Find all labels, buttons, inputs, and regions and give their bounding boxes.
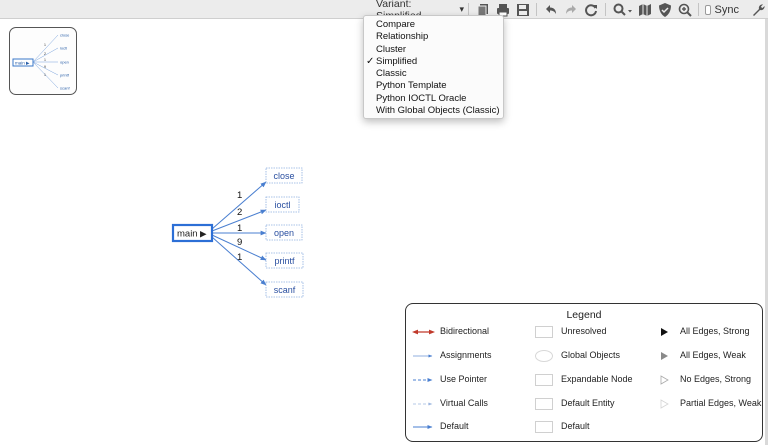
minimap-edge-count: 1 (44, 73, 46, 77)
menu-item-label: Python Template (376, 80, 447, 92)
menu-item-label: Compare (376, 19, 416, 30)
node-main-label: main (177, 229, 198, 240)
toolbar-divider (536, 3, 537, 16)
minimap-root-label: main ▶ (15, 61, 30, 66)
legend-entity-label: Unresolved (561, 326, 607, 336)
toolbar-divider (605, 3, 606, 16)
node-label: ioctl (274, 200, 290, 210)
node-scanf[interactable]: scanf (265, 281, 304, 298)
legend-edge-label: Use Pointer (440, 374, 488, 384)
edge-main-scanf[interactable] (211, 236, 267, 286)
legend-entity-label: Global Objects (561, 350, 621, 360)
menu-item-global-objects-classic[interactable]: With Global Objects (Classic) (364, 105, 503, 117)
minimap-node-label: scanf (60, 86, 70, 91)
node-label: scanf (274, 285, 296, 295)
minimap-root-node (12, 58, 34, 67)
save-icon[interactable] (515, 0, 531, 19)
arrow-strong-icon (661, 328, 668, 336)
legend-arrow-label: Partial Edges, Weak (680, 398, 762, 408)
legend-edge-label: Virtual Calls (440, 398, 488, 408)
menu-item-simplified[interactable]: ✓Simplified (364, 56, 503, 68)
edge-main-close[interactable] (211, 181, 267, 230)
node-label: open (274, 228, 294, 238)
legend-panel: Legend Bidirectional Assignments Use Poi… (405, 303, 763, 442)
legend-arrow-label: All Edges, Strong (680, 326, 750, 336)
edge-main-printf[interactable] (211, 234, 267, 261)
node-printf[interactable]: printf (265, 252, 304, 269)
minimap-edge-count: 9 (44, 65, 46, 69)
node-label: printf (274, 256, 295, 266)
minimap-edge-count: 1 (44, 58, 46, 62)
legend-arrow-label: No Edges, Strong (680, 374, 752, 384)
menu-item-label: Classic (376, 68, 407, 80)
node-main[interactable]: main ▶ (171, 223, 214, 243)
edge-count-scanf: 1 (237, 252, 242, 263)
minimap[interactable]: main ▶ close ioctl open printf scanf 1 2… (9, 27, 77, 95)
toolbar-divider (468, 3, 469, 16)
expand-arrow-icon: ▶ (200, 230, 207, 240)
refresh-icon[interactable] (583, 0, 599, 19)
node-close[interactable]: close (265, 167, 303, 184)
menu-item-compare[interactable]: Compare (364, 19, 503, 31)
node-open[interactable]: open (265, 224, 303, 241)
map-icon[interactable] (637, 0, 653, 19)
redo-icon[interactable] (563, 0, 579, 19)
menu-item-classic[interactable]: Classic (364, 68, 503, 80)
legend-unresolved-swatch (535, 326, 553, 338)
minimap-node-label: printf (60, 73, 70, 78)
legend-entity-label: Default Entity (561, 398, 615, 408)
minimap-node-label: close (60, 33, 70, 38)
chevron-down-icon: ▾ (459, 4, 464, 14)
menu-item-cluster[interactable]: Cluster (364, 44, 503, 56)
undo-icon[interactable] (543, 0, 559, 19)
node-ioctl[interactable]: ioctl (265, 196, 300, 213)
legend-default-entity-swatch (535, 398, 553, 410)
scrollbar-edge[interactable] (765, 19, 768, 445)
menu-item-label: Simplified (376, 55, 418, 67)
edge-count-ioctl: 2 (237, 207, 242, 218)
legend-edge-label: Default (440, 421, 469, 431)
search-icon[interactable] (612, 0, 634, 19)
minimap-node-label: ioctl (60, 46, 67, 51)
menu-item-label: Python IOCTL Oracle (376, 92, 467, 104)
legend-title: Legend (566, 309, 602, 321)
minimap-node-label: open (60, 60, 69, 65)
legend-default-swatch (535, 421, 553, 433)
menu-item-relationship[interactable]: Relationship (364, 31, 503, 43)
toolbar-divider (698, 3, 699, 16)
legend-global-objects-swatch (535, 350, 553, 362)
legend-edge-label: Bidirectional (440, 326, 490, 336)
menu-item-label: With Global Objects (Classic) (376, 105, 500, 117)
checkmark-icon: ✓ (366, 55, 375, 67)
edge-count-close: 1 (237, 190, 242, 201)
legend-edge-label: Assignments (440, 350, 492, 360)
toolbar: Variant: Simplified ▾ Sync (0, 0, 768, 22)
arrow-weak-icon (661, 352, 668, 360)
minimap-edge-count: 2 (44, 52, 46, 56)
legend-entity-label: Default (561, 421, 590, 431)
legend-expandable-swatch (535, 374, 553, 386)
edge-count-printf: 9 (237, 237, 242, 248)
variant-dropdown-menu: Compare Relationship Cluster ✓Simplified… (363, 15, 504, 119)
sync-label: Sync (714, 3, 739, 16)
minimap-edge-count: 1 (44, 43, 46, 47)
wrench-icon[interactable] (750, 0, 766, 19)
menu-item-python-template[interactable]: Python Template (364, 80, 503, 92)
legend-arrow-label: All Edges, Weak (680, 350, 746, 360)
sync-toggle[interactable]: Sync (705, 0, 739, 19)
menu-item-label: Cluster (376, 43, 407, 55)
menu-item-label: Relationship (376, 31, 429, 43)
sync-checkbox[interactable] (705, 4, 711, 15)
arrow-partial-icon (660, 399, 669, 409)
shield-icon[interactable] (657, 0, 673, 19)
legend-entity-label: Expandable Node (561, 374, 633, 384)
zoom-in-icon[interactable] (677, 0, 693, 19)
node-label: close (273, 171, 294, 181)
arrow-no-edges-icon (660, 375, 669, 385)
edge-main-ioctl[interactable] (211, 209, 267, 232)
menu-item-python-ioctl-oracle[interactable]: Python IOCTL Oracle (364, 93, 503, 105)
edge-count-open: 1 (237, 223, 242, 234)
